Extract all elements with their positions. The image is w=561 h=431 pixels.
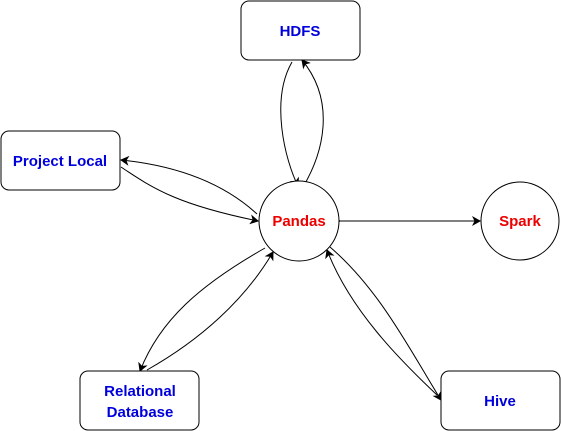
edge-relational-database-to-pandas <box>146 251 274 371</box>
edge-hive-to-pandas <box>325 249 438 396</box>
edge-pandas-to-hdfs <box>301 59 324 188</box>
project-local-label: Project Local <box>13 153 107 170</box>
relational-database-box <box>79 370 200 431</box>
pandas-circle <box>258 180 340 262</box>
edge-pandas-to-relational-database <box>138 247 266 372</box>
hdfs-label: HDFS <box>280 23 321 40</box>
node-project-local[interactable]: Project Local <box>0 130 121 191</box>
hive-box <box>440 370 561 431</box>
edge-pandas-to-project-local <box>120 155 258 215</box>
hdfs-box <box>240 0 361 61</box>
connectors <box>120 59 481 401</box>
project-local-box <box>0 130 121 191</box>
edge-project-local-to-pandas <box>120 166 259 225</box>
node-hdfs[interactable]: HDFS <box>240 0 361 61</box>
node-hive[interactable]: Hive <box>440 370 561 431</box>
node-spark[interactable]: Spark <box>480 181 560 261</box>
pandas-label: Pandas <box>272 213 325 230</box>
relational-database-label-line2: Database <box>107 404 174 421</box>
spark-circle <box>480 181 560 261</box>
hive-label: Hive <box>484 393 516 410</box>
edge-hdfs-to-pandas <box>280 61 299 187</box>
node-pandas[interactable]: Pandas <box>258 180 340 262</box>
edge-pandas-to-hive <box>329 246 442 401</box>
node-relational-database[interactable]: Relational Database <box>79 370 200 431</box>
spark-label: Spark <box>499 213 541 230</box>
relational-database-label-line1: Relational <box>104 383 176 400</box>
